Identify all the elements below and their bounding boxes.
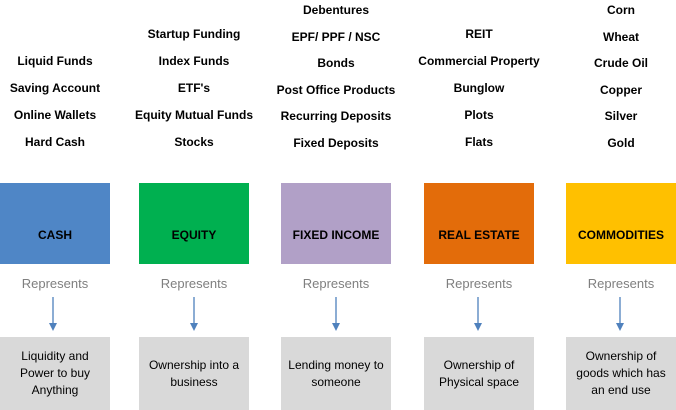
example-item: EPF/ PPF / NSC	[291, 29, 381, 44]
example-item: Startup Funding	[147, 27, 241, 41]
example-item: Gold	[607, 135, 635, 150]
column-fixed-income: Fixed Deposits Recurring Deposits Post O…	[277, 0, 395, 410]
example-item: Fixed Deposits	[293, 135, 379, 150]
example-item: Stocks	[174, 135, 214, 149]
represents-label: Represents	[21, 276, 89, 291]
example-item: Plots	[464, 108, 494, 122]
column-commodities: Gold Silver Copper Crude Oil Wheat Corn …	[566, 0, 676, 410]
example-item: Equity Mutual Funds	[135, 108, 253, 122]
example-item: Hard Cash	[24, 135, 86, 149]
example-item: Post Office Products	[276, 82, 396, 97]
examples-list: Flats Plots Bunglow Commercial Property …	[404, 0, 554, 165]
column-equity: Stocks Equity Mutual Funds ETF's Index F…	[135, 0, 253, 410]
category-box-equity: EQUITY	[139, 183, 249, 264]
description-box: Ownership of Physical space	[424, 337, 534, 410]
down-arrow-icon	[332, 297, 340, 331]
description-box: Liquidity and Power to buy Anything	[0, 337, 110, 410]
example-item: Index Funds	[158, 54, 230, 68]
description-box: Ownership into a business	[139, 337, 249, 410]
category-box-cash: CASH	[0, 183, 110, 264]
example-item: Crude Oil	[593, 56, 648, 70]
example-item: Bonds	[317, 56, 355, 70]
description-box: Lending money to someone	[281, 337, 391, 410]
example-item: Copper	[600, 82, 642, 97]
example-item: Commercial Property	[418, 54, 540, 68]
example-item: ETF's	[177, 81, 211, 95]
down-arrow-icon	[474, 297, 482, 331]
example-item: REIT	[465, 27, 493, 41]
description-box: Ownership of goods which has an end use	[566, 337, 676, 410]
down-arrow-icon	[49, 297, 57, 331]
down-arrow-icon	[190, 297, 198, 331]
category-box-fixed-income: FIXED INCOME	[281, 183, 391, 264]
example-item: Bunglow	[453, 81, 505, 95]
column-real-estate: Flats Plots Bunglow Commercial Property …	[418, 0, 540, 410]
example-item: Liquid Funds	[17, 54, 93, 68]
examples-list: Hard Cash Online Wallets Saving Account …	[0, 0, 130, 165]
down-arrow-icon	[616, 297, 624, 331]
represents-label: Represents	[587, 276, 655, 291]
examples-list: Fixed Deposits Recurring Deposits Post O…	[261, 0, 411, 165]
column-cash: Hard Cash Online Wallets Saving Account …	[0, 0, 110, 410]
examples-list: Gold Silver Copper Crude Oil Wheat Corn	[546, 0, 676, 165]
category-box-real-estate: REAL ESTATE	[424, 183, 534, 264]
represents-label: Represents	[302, 276, 370, 291]
example-item: Online Wallets	[13, 108, 97, 122]
represents-label: Represents	[445, 276, 513, 291]
example-item: Recurring Deposits	[280, 109, 392, 123]
category-box-commodities: COMMODITIES	[566, 183, 676, 264]
represents-label: Represents	[160, 276, 228, 291]
example-item: Corn	[607, 3, 635, 17]
example-item: Flats	[464, 135, 493, 149]
example-item: Silver	[604, 109, 638, 123]
examples-list: Stocks Equity Mutual Funds ETF's Index F…	[119, 0, 269, 165]
example-item: Saving Account	[9, 81, 101, 95]
example-item: Debentures	[302, 3, 370, 17]
example-item: Wheat	[603, 29, 639, 44]
